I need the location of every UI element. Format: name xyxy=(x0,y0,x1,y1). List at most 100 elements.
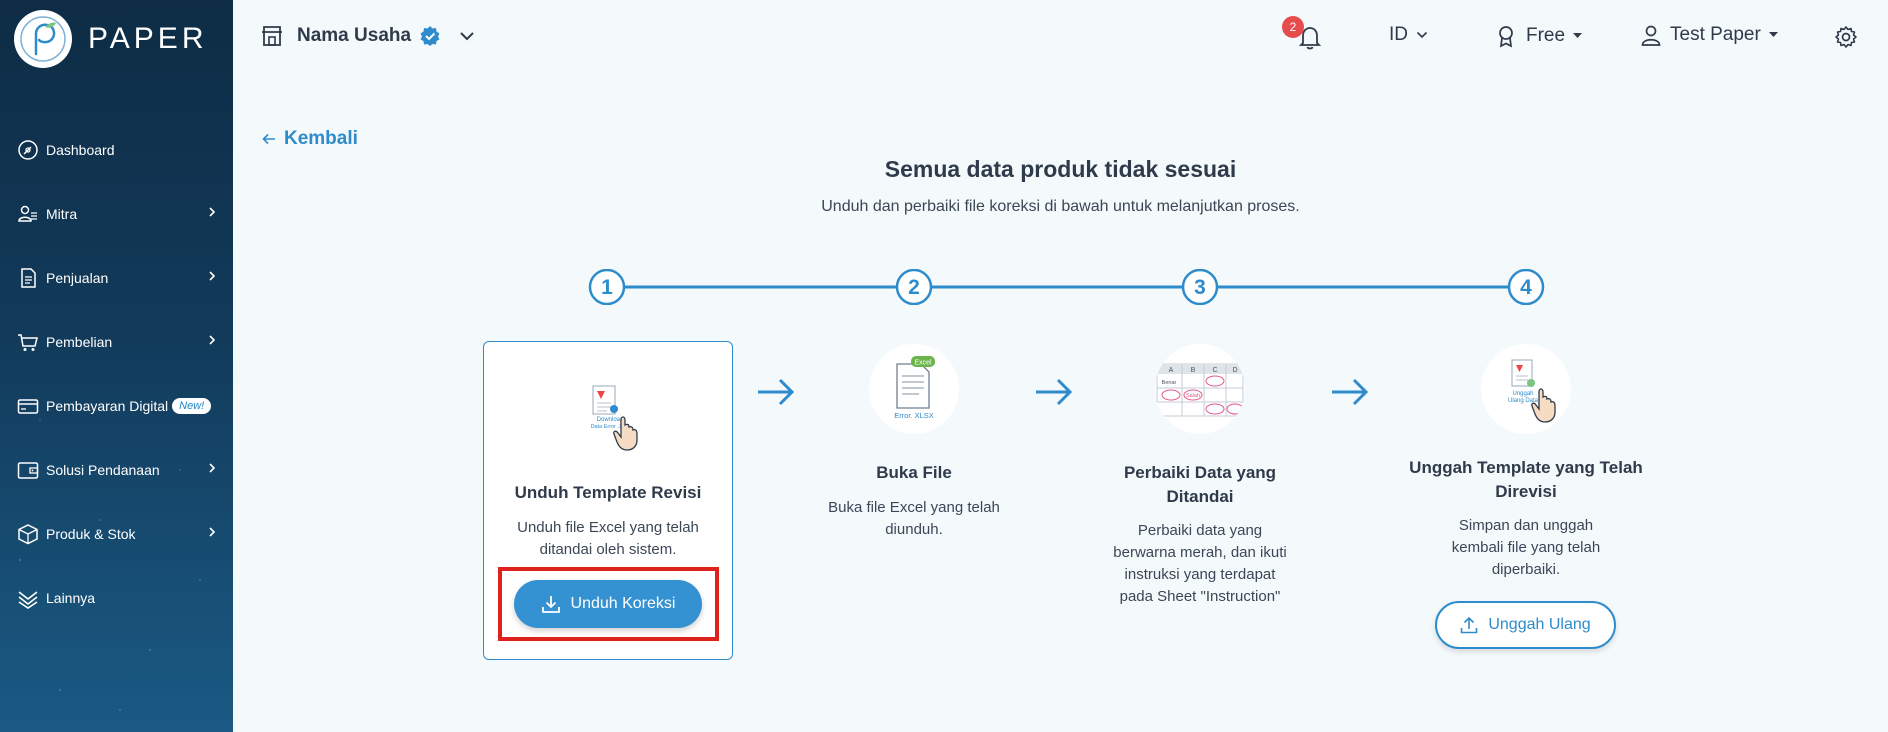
illustration-text: Unggah xyxy=(1512,391,1533,397)
illustration-text: Salah xyxy=(1186,393,1200,399)
user-icon xyxy=(1641,25,1661,46)
verified-icon xyxy=(420,26,440,46)
sidebar-item-pembayaran-digital[interactable]: Pembayaran Digital New! xyxy=(0,374,233,438)
sidebar-item-pembelian[interactable]: Pembelian xyxy=(0,310,233,374)
document-icon xyxy=(16,266,40,290)
language-label: ID xyxy=(1389,24,1408,45)
layers-icon xyxy=(16,586,40,610)
users-icon xyxy=(16,202,40,226)
plan-selector[interactable]: Free xyxy=(1496,24,1583,48)
step-1-marker: 1 xyxy=(588,269,626,305)
sidebar-item-mitra[interactable]: Mitra xyxy=(0,182,233,246)
sidebar-item-dashboard[interactable]: Dashboard xyxy=(0,118,233,182)
user-menu[interactable]: Test Paper xyxy=(1640,24,1778,46)
step-number: 1 xyxy=(601,276,613,299)
user-name: Test Paper xyxy=(1670,24,1761,45)
chevron-right-icon xyxy=(209,207,216,217)
page-subtitle: Unduh dan perbaiki file koreksi di bawah… xyxy=(821,198,1300,215)
description-line: ditandai oleh sistem. xyxy=(539,541,677,558)
chevron-right-icon xyxy=(209,463,216,473)
illustration-text: Excel xyxy=(914,360,932,367)
gear-icon[interactable] xyxy=(1834,25,1858,49)
step-4-description: Simpan dan unggah kembali file yang tela… xyxy=(1406,515,1646,581)
description-line: kembali file yang telah xyxy=(1451,539,1601,556)
notifications-button[interactable] xyxy=(1295,22,1325,52)
arrow-right-icon xyxy=(1332,378,1369,406)
title-line: Perbaiki Data yang xyxy=(1123,463,1277,482)
step-4-title: Unggah Template yang Telah Direvisi xyxy=(1396,456,1656,504)
store-name: Nama Usaha xyxy=(297,25,412,46)
store-selector[interactable]: Nama Usaha xyxy=(261,24,475,48)
illustration-text: Error. XLSX xyxy=(894,411,934,420)
illustration-text: D xyxy=(1232,367,1237,374)
reupload-button[interactable]: Unggah Ulang xyxy=(1435,601,1616,649)
sidebar-item-label: Pembayaran Digital xyxy=(46,398,169,414)
step-number: 2 xyxy=(908,276,920,299)
step-2-title: Buka File xyxy=(876,463,952,482)
chevron-right-icon xyxy=(209,271,216,281)
arrow-left-icon xyxy=(262,133,275,145)
sidebar-item-solusi-pendanaan[interactable]: Solusi Pendanaan xyxy=(0,438,233,502)
step-number: 3 xyxy=(1194,276,1206,299)
step-1-title: Unduh Template Revisi xyxy=(514,483,702,502)
back-label: Kembali xyxy=(284,128,358,149)
page-title: Semua data produk tidak sesuai xyxy=(884,156,1237,182)
title-line: Ditandai xyxy=(1166,487,1234,506)
sidebar-item-label: Solusi Pendanaan xyxy=(46,462,160,478)
card-icon xyxy=(16,394,40,418)
bell-icon xyxy=(1298,27,1322,50)
highlight-box xyxy=(498,567,719,641)
notification-count-badge: 2 xyxy=(1282,16,1304,38)
sidebar-item-label: Mitra xyxy=(46,206,78,222)
top-header: Nama Usaha 2 ID Free Test Paper xyxy=(233,0,1888,74)
step-3-description: Perbaiki data yang berwarna merah, dan i… xyxy=(1080,520,1320,608)
sidebar-nav: Dashboard Mitra Penjualan Pembelian xyxy=(0,118,233,630)
sidebar-item-label: Dashboard xyxy=(46,142,115,158)
wallet-icon xyxy=(16,458,40,482)
store-icon xyxy=(262,26,282,46)
illustration-text: C xyxy=(1212,367,1217,374)
reupload-button-label: Unggah Ulang xyxy=(1488,616,1591,633)
sidebar-item-label: Penjualan xyxy=(46,270,109,286)
step-2-description: Buka file Excel yang telah diunduh. xyxy=(809,497,1019,541)
sidebar-item-lainnya[interactable]: Lainnya xyxy=(0,566,233,630)
download-correction-button[interactable]: Unduh Koreksi xyxy=(514,580,702,628)
description-line: Unduh file Excel yang telah xyxy=(517,519,699,536)
chevron-down-icon[interactable] xyxy=(459,31,475,41)
upload-illustration: Unggah Ulang Data xyxy=(1481,344,1571,434)
title-line: Direvisi xyxy=(1495,482,1557,501)
chevron-right-icon xyxy=(209,527,216,537)
upload-icon xyxy=(1461,616,1478,634)
description-line: Simpan dan unggah xyxy=(1458,517,1594,534)
plan-label: Free xyxy=(1526,25,1566,46)
sidebar-item-produk-stok[interactable]: Produk & Stok xyxy=(0,502,233,566)
box-icon xyxy=(16,522,40,546)
step-number: 4 xyxy=(1520,276,1532,299)
sidebar-item-label: Produk & Stok xyxy=(46,526,136,542)
description-line: instruksi yang terdapat xyxy=(1124,566,1276,583)
illustration-text: A xyxy=(1169,367,1174,374)
illustration-text: Download xyxy=(597,417,624,423)
sidebar-item-penjualan[interactable]: Penjualan xyxy=(0,246,233,310)
excel-file-illustration: Excel Error. XLSX xyxy=(869,344,959,434)
brand[interactable]: PAPER xyxy=(14,10,207,68)
description-line: Buka file Excel yang telah xyxy=(828,499,1000,516)
illustration-text: Data Error .XLS xyxy=(591,424,630,430)
sidebar-item-label: Pembelian xyxy=(46,334,113,350)
illustration-text: Benar xyxy=(1162,380,1177,386)
download-button-label: Unduh Koreksi xyxy=(570,595,676,612)
cart-icon xyxy=(16,330,40,354)
chevron-down-icon xyxy=(1416,31,1428,39)
description-line: pada Sheet "Instruction" xyxy=(1119,588,1281,605)
description-line: diunduh. xyxy=(885,521,943,538)
step-2-marker: 2 xyxy=(895,269,933,305)
title-line: Unggah Template yang Telah xyxy=(1409,458,1643,477)
caret-down-icon xyxy=(1768,32,1778,37)
language-selector[interactable]: ID xyxy=(1389,24,1428,46)
sidebar-item-label: Lainnya xyxy=(46,590,96,606)
new-badge: New! xyxy=(172,398,212,414)
description-line: berwarna merah, dan ikuti xyxy=(1113,544,1287,561)
step-3-title: Perbaiki Data yang Ditandai xyxy=(1085,461,1315,509)
back-link[interactable]: Kembali xyxy=(262,128,358,150)
arrow-right-icon xyxy=(1036,378,1073,406)
